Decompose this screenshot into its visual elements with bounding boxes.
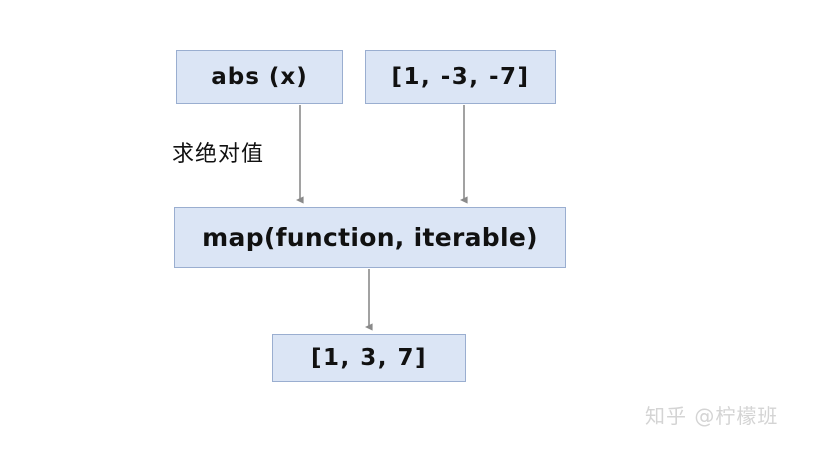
- node-abs-label: abs (x): [211, 63, 308, 90]
- node-result-list: [1, 3, 7]: [272, 334, 466, 382]
- watermark-zhihu: 知乎 @柠檬班: [645, 404, 779, 428]
- node-input-list-label: [1, -3, -7]: [391, 63, 530, 90]
- node-map-label: map(function, iterable): [202, 223, 538, 252]
- edge-label-abs-to-map: 求绝对值: [172, 142, 265, 167]
- node-map-function: map(function, iterable): [174, 207, 566, 268]
- node-abs-function: abs (x): [176, 50, 343, 104]
- node-result-label: [1, 3, 7]: [310, 344, 428, 371]
- node-input-list: [1, -3, -7]: [365, 50, 556, 104]
